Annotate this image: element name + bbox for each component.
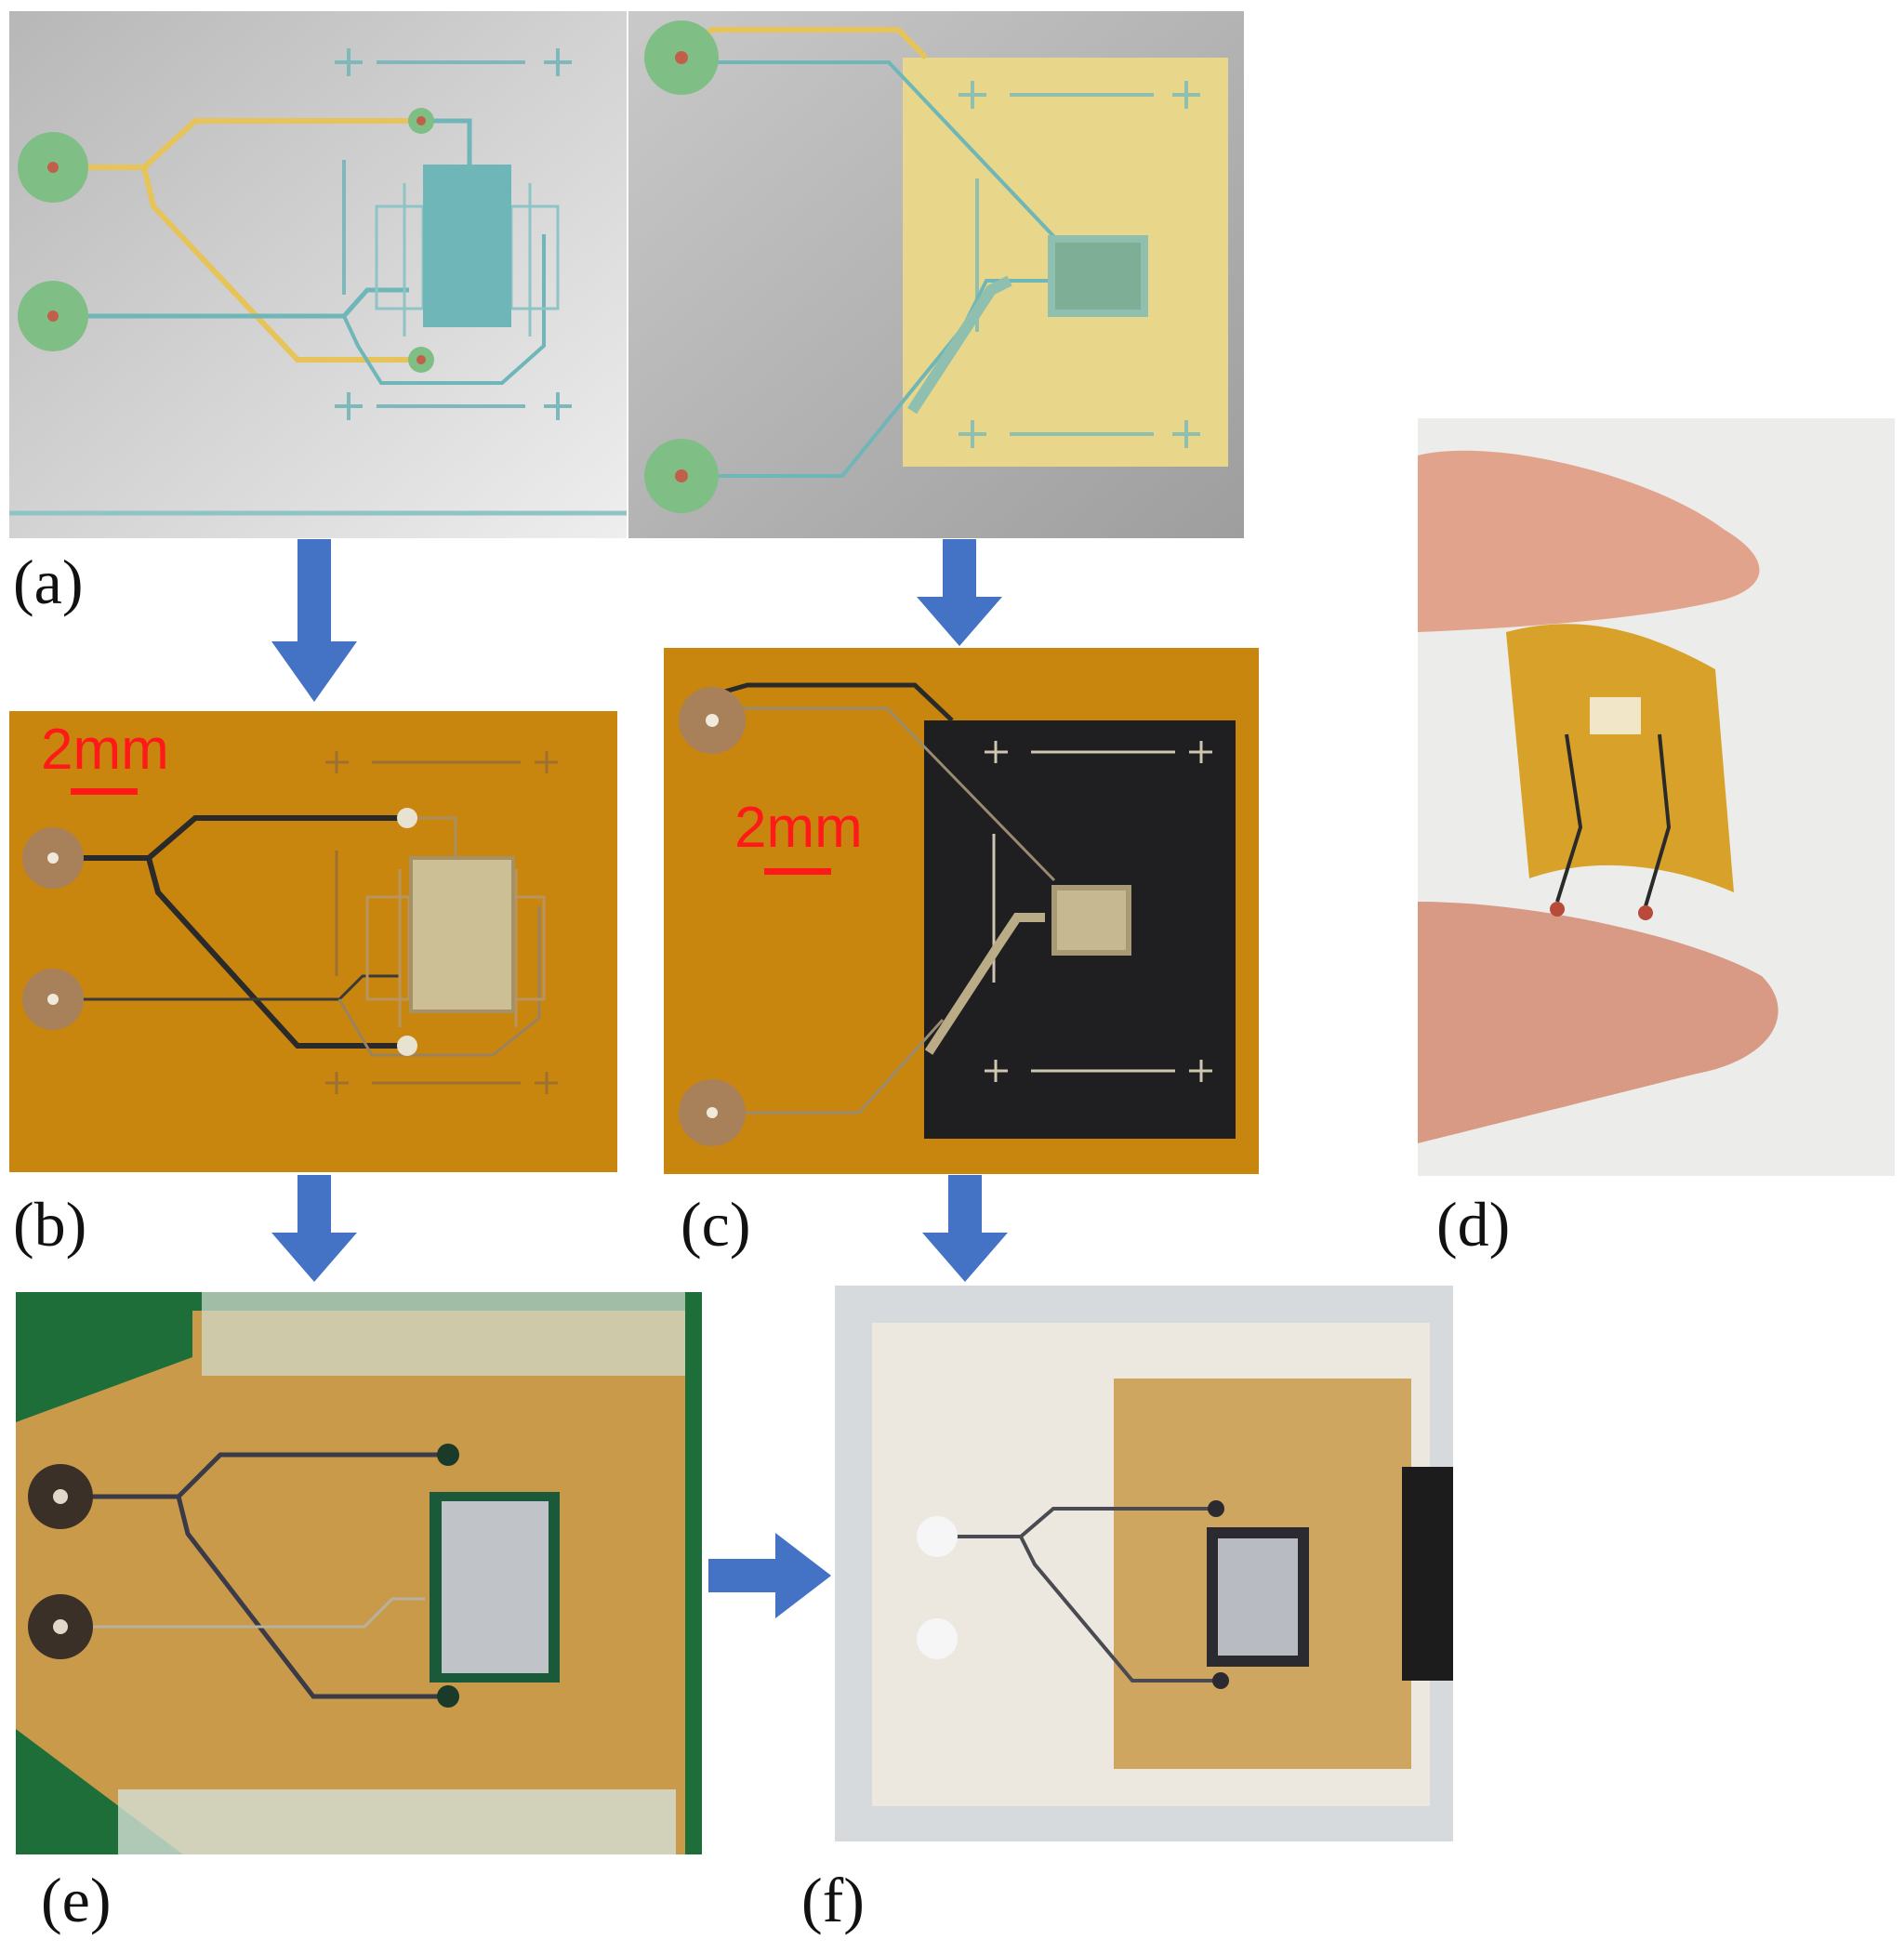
panel-a-design-right — [628, 11, 1244, 538]
label-f: (f) — [801, 1865, 865, 1935]
panel-c-photo-fabricated-heater — [664, 648, 1259, 1174]
arrow-down-a-to-b — [271, 539, 357, 702]
scale-bar-b — [71, 788, 138, 795]
label-d: (d) — [1436, 1189, 1511, 1260]
scale-label-c: 2mm — [734, 796, 863, 860]
panel-d-photo-flexible-device-between-fingers — [1418, 418, 1895, 1176]
label-b: (b) — [13, 1189, 87, 1260]
scale-label-b: 2mm — [41, 718, 169, 782]
arrow-down-c-to-f — [922, 1175, 1008, 1282]
label-a: (a) — [13, 547, 84, 617]
panel-e-photo-mounted-circuit — [16, 1292, 702, 1854]
panel-a-design-left — [9, 11, 627, 538]
label-c: (c) — [681, 1189, 751, 1260]
scale-bar-c — [764, 868, 831, 875]
panel-f-photo-encapsulated-device — [835, 1286, 1453, 1841]
arrow-right-e-to-f-icon — [708, 1533, 831, 1618]
arrow-down-b-to-e — [271, 1175, 357, 1282]
arrow-down-a-to-c — [917, 539, 1002, 646]
label-e: (e) — [41, 1865, 112, 1935]
panel-b-photo-fabricated-circuit — [9, 711, 617, 1172]
